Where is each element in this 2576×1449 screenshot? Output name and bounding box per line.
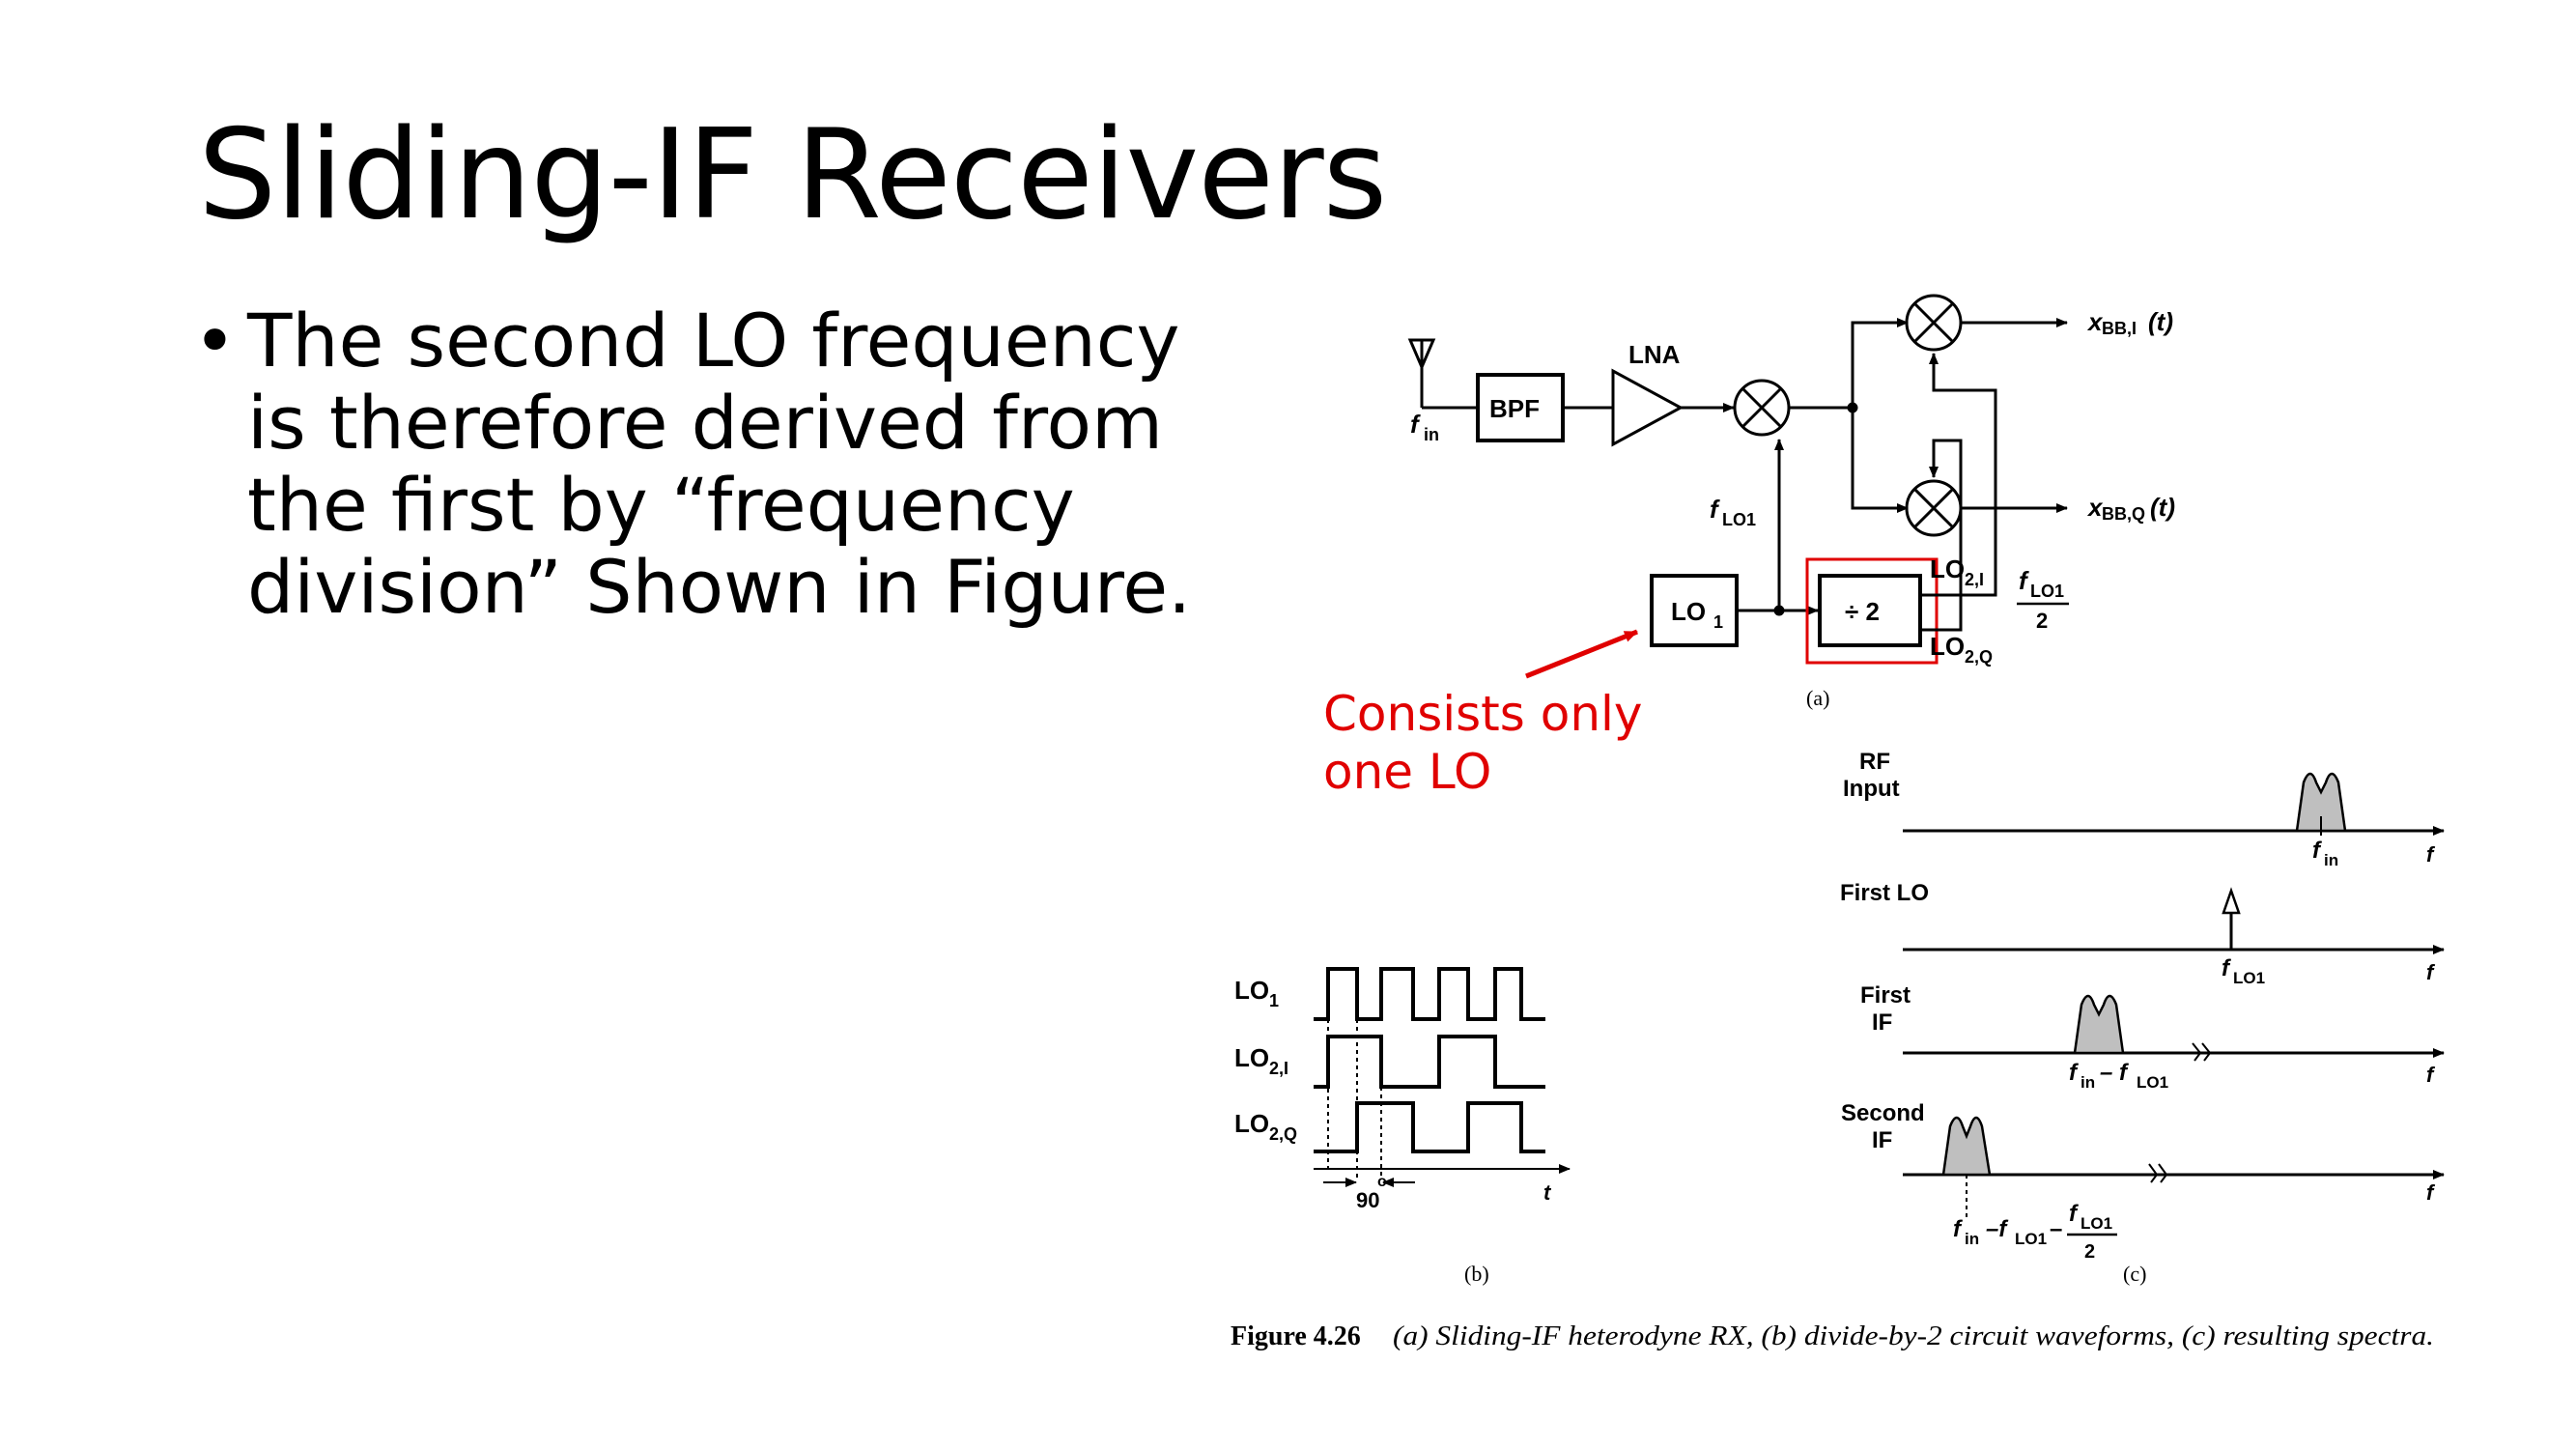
spectra-labels: RF Input f in First LO f LO1 First IF f … — [1840, 749, 2436, 1286]
spectrum-row-1-label1: RF — [1859, 749, 1890, 775]
antenna-icon — [1407, 338, 1436, 408]
sublabel-b: (b) — [1464, 1262, 1489, 1286]
waveform-lo2q — [1314, 1101, 1545, 1153]
spectrum-row-4-label1: Second — [1841, 1100, 1925, 1126]
divider-block — [1818, 574, 1922, 647]
out-q-arg: (t) — [2150, 493, 2175, 522]
rf-input-spectrum — [2295, 772, 2347, 833]
fin-label: f — [1410, 410, 1421, 439]
second-if-den: 2 — [2084, 1241, 2095, 1263]
lo2i-sub: 2,I — [1965, 570, 1984, 589]
wave-row-3-sub: 2,Q — [1269, 1124, 1297, 1144]
spectrum-row-3-marker: f — [2069, 1060, 2079, 1086]
phase-unit: o — [1377, 1174, 1387, 1190]
freq-axis-label-4: f — [2426, 1180, 2436, 1205]
bullet-list: •The second LO frequency is therefore de… — [193, 299, 1198, 628]
spectrum-row-3-label1: First — [1860, 982, 1911, 1009]
bullet-text: The second LO frequency is therefore der… — [247, 298, 1192, 630]
out-i-arg: (t) — [2148, 307, 2173, 336]
lo1-sub: 1 — [1713, 612, 1723, 632]
wave-row-3-label: LO — [1234, 1109, 1269, 1138]
spectrum-row-3-label2: IF — [1872, 1009, 1892, 1036]
spectrum-row-4-marker-sub: in — [1965, 1230, 1979, 1248]
bullet-item: •The second LO frequency is therefore de… — [193, 299, 1198, 628]
lo2q-sub: 2,Q — [1965, 647, 1993, 667]
sublabel-c: (c) — [2123, 1262, 2146, 1286]
spectrum-row-4-marker: f — [1953, 1216, 1963, 1242]
half-num-label: f — [2019, 566, 2029, 595]
lna-label: LNA — [1628, 340, 1681, 369]
half-den-label: 2 — [2036, 609, 2048, 633]
annotation: Consists only one LO — [1323, 686, 1643, 800]
divider-highlight-box — [1805, 557, 1939, 665]
spectrum-row-2-label1: First LO — [1840, 880, 1929, 906]
spectrum-row-3-marker-sub: in — [2081, 1073, 2095, 1092]
spectrum-row-1-marker-sub: in — [2324, 851, 2338, 869]
lo2i-label: LO — [1930, 554, 1965, 583]
flo1-label: f — [1710, 495, 1720, 524]
spectrum-row-3-marker2: – f — [2100, 1060, 2129, 1086]
wave-row-1-label: LO — [1234, 976, 1269, 1005]
bpf-label: BPF — [1489, 394, 1540, 423]
second-if-spectrum — [1941, 1116, 1992, 1177]
divider-label: ÷ 2 — [1845, 597, 1880, 626]
waveform-lo2i — [1314, 1035, 1545, 1089]
bullet-dot-icon: • — [193, 298, 237, 384]
half-num-sub: LO1 — [2030, 582, 2064, 601]
spectrum-row-4-marker2-sub: LO1 — [2015, 1230, 2047, 1248]
waveform-lo1 — [1314, 967, 1545, 1021]
spectra — [1903, 772, 2445, 1219]
out-q-label: x — [2086, 493, 2104, 522]
spectrum-row-1-marker: f — [2312, 838, 2322, 864]
slide-title: Sliding-IF Receivers — [198, 103, 1387, 247]
spectrum-row-2-marker-sub: LO1 — [2233, 969, 2265, 987]
out-i-label: x — [2086, 307, 2104, 336]
freq-axis-label-1: f — [2426, 842, 2436, 867]
mixer-i-icon — [1905, 294, 1963, 352]
time-axis-label: t — [1543, 1180, 1552, 1205]
block-diagram-labels: BPF LNA f in f LO1 LO 1 ÷ 2 LO 2,I LO 2,… — [1410, 307, 2175, 710]
lo1-label: LO — [1671, 597, 1706, 626]
wave-row-2-sub: 2,I — [1269, 1059, 1288, 1078]
caption-text: (a) Sliding-IF heterodyne RX, (b) divide… — [1393, 1321, 2434, 1351]
phase-label: 90 — [1356, 1188, 1379, 1212]
wave-row-2-label: LO — [1234, 1043, 1269, 1072]
second-if-num: f — [2069, 1201, 2079, 1227]
freq-axis-label-2: f — [2426, 960, 2436, 984]
lna-icon — [1611, 368, 1684, 447]
spectrum-row-4-marker3: – — [2050, 1216, 2062, 1242]
figure: BPF LNA f in f LO1 LO 1 ÷ 2 LO 2,I LO 2,… — [1231, 294, 2445, 1351]
first-if-spectrum — [2073, 994, 2125, 1055]
waveform-labels: LO 1 LO 2,I LO 2,Q 90 o t (b) — [1234, 976, 1552, 1286]
sublabel-a: (a) — [1806, 686, 1829, 710]
first-lo-impulse — [2222, 887, 2241, 915]
out-q-sub: BB,Q — [2102, 504, 2145, 524]
spectrum-row-1-label2: Input — [1843, 776, 1900, 802]
block-diagram — [1407, 294, 2068, 679]
lo2q-label: LO — [1930, 632, 1965, 661]
spectrum-row-2-marker: f — [2222, 955, 2231, 981]
fin-sub: in — [1424, 425, 1439, 444]
spectrum-row-4-marker2: –f — [1986, 1216, 2008, 1242]
out-i-sub: BB,I — [2102, 319, 2137, 338]
annotation-line-1: Consists only — [1323, 686, 1643, 742]
waveforms — [1314, 967, 1571, 1187]
caption-label: Figure 4.26 — [1231, 1321, 1361, 1351]
spectrum-row-4-label2: IF — [1872, 1127, 1892, 1153]
figure-caption: Figure 4.26 (a) Sliding-IF heterodyne RX… — [1231, 1321, 2434, 1351]
freq-axis-label-3: f — [2426, 1063, 2436, 1087]
wave-row-1-sub: 1 — [1269, 991, 1279, 1010]
mixer-q-icon — [1905, 479, 1963, 537]
second-if-num-sub: LO1 — [2081, 1214, 2112, 1233]
spectrum-row-3-marker2-sub: LO1 — [2137, 1073, 2168, 1092]
flo1-sub: LO1 — [1722, 510, 1756, 529]
annotation-line-2: one LO — [1323, 744, 1491, 800]
mixer-1-icon — [1733, 379, 1791, 437]
